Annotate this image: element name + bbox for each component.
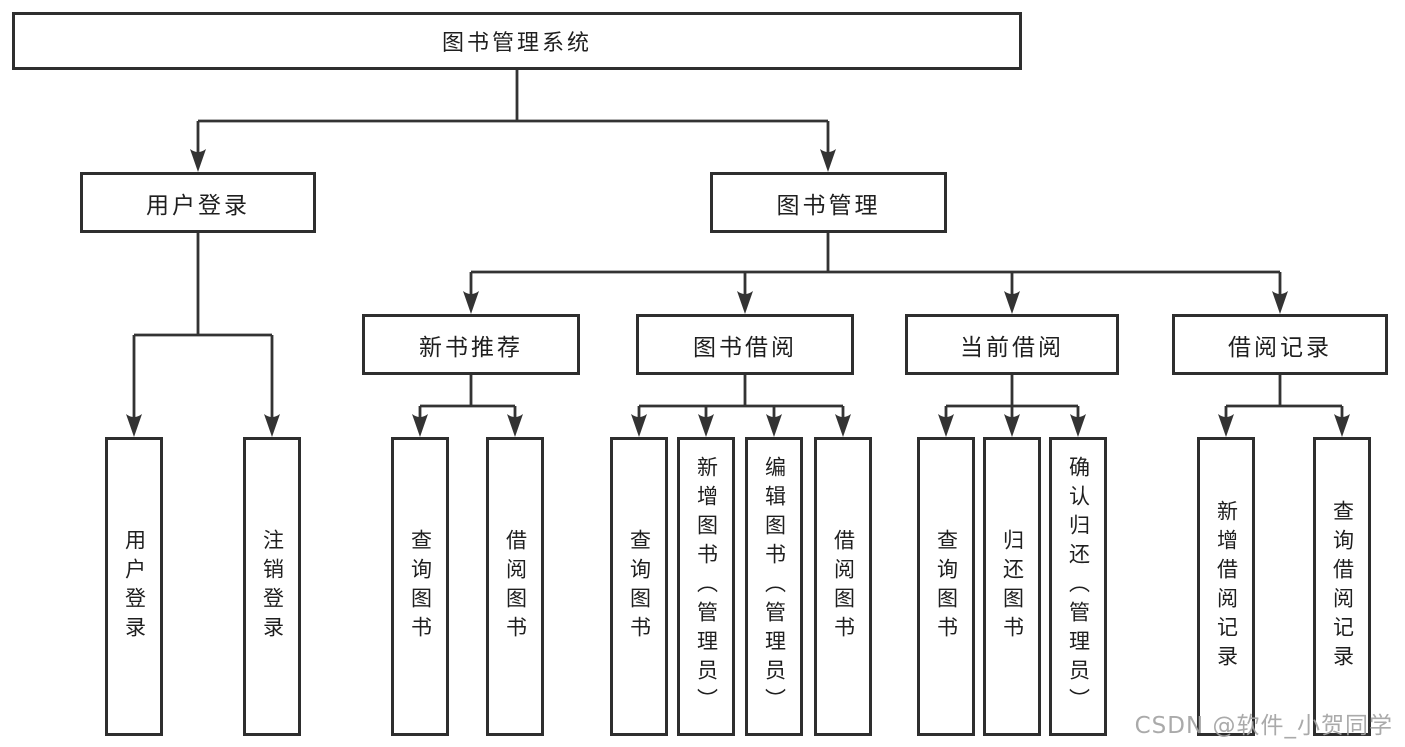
node-book-management: 图书管理 [710, 172, 947, 233]
leaf-confirm-return-admin: 确认归还（管理员） [1049, 437, 1107, 736]
leaf-user-login: 用户登录 [105, 437, 163, 736]
leaf-query-books: 查询图书 [610, 437, 668, 736]
leaf-label: 新增借阅记录 [1214, 499, 1239, 674]
leaf-label: 用户登录 [122, 528, 147, 645]
leaf-return-books: 归还图书 [983, 437, 1041, 736]
node-library-system: 图书管理系统 [12, 12, 1022, 70]
leaf-borrow-books: 借阅图书 [814, 437, 872, 736]
leaf-add-books-admin: 新增图书（管理员） [677, 437, 735, 736]
node-borrowing-records: 借阅记录 [1172, 314, 1388, 375]
leaf-edit-books-admin: 编辑图书（管理员） [745, 437, 803, 736]
leaf-query-books: 查询图书 [391, 437, 449, 736]
node-current-borrowing: 当前借阅 [905, 314, 1119, 375]
node-book-borrowing: 图书借阅 [636, 314, 854, 375]
leaf-label: 新增图书（管理员） [694, 456, 719, 717]
leaf-label: 查询图书 [627, 528, 652, 645]
leaf-label: 编辑图书（管理员） [762, 456, 787, 717]
leaf-borrow-books: 借阅图书 [486, 437, 544, 736]
leaf-label: 确认归还（管理员） [1066, 456, 1091, 717]
leaf-label: 查询图书 [934, 528, 959, 645]
leaf-label: 查询图书 [408, 528, 433, 645]
watermark: CSDN @软件_小贺同学 [1134, 713, 1393, 739]
leaf-label: 借阅图书 [831, 528, 856, 645]
leaf-add-borrow-record: 新增借阅记录 [1197, 437, 1255, 736]
node-new-book-recommendation: 新书推荐 [362, 314, 580, 375]
leaf-label: 归还图书 [1000, 528, 1025, 645]
leaf-label: 借阅图书 [503, 528, 528, 645]
leaf-query-books: 查询图书 [917, 437, 975, 736]
leaf-label: 查询借阅记录 [1330, 499, 1355, 674]
node-user-login: 用户登录 [80, 172, 316, 233]
leaf-logout: 注销登录 [243, 437, 301, 736]
leaf-label: 注销登录 [260, 528, 285, 645]
leaf-query-borrow-record: 查询借阅记录 [1313, 437, 1371, 736]
